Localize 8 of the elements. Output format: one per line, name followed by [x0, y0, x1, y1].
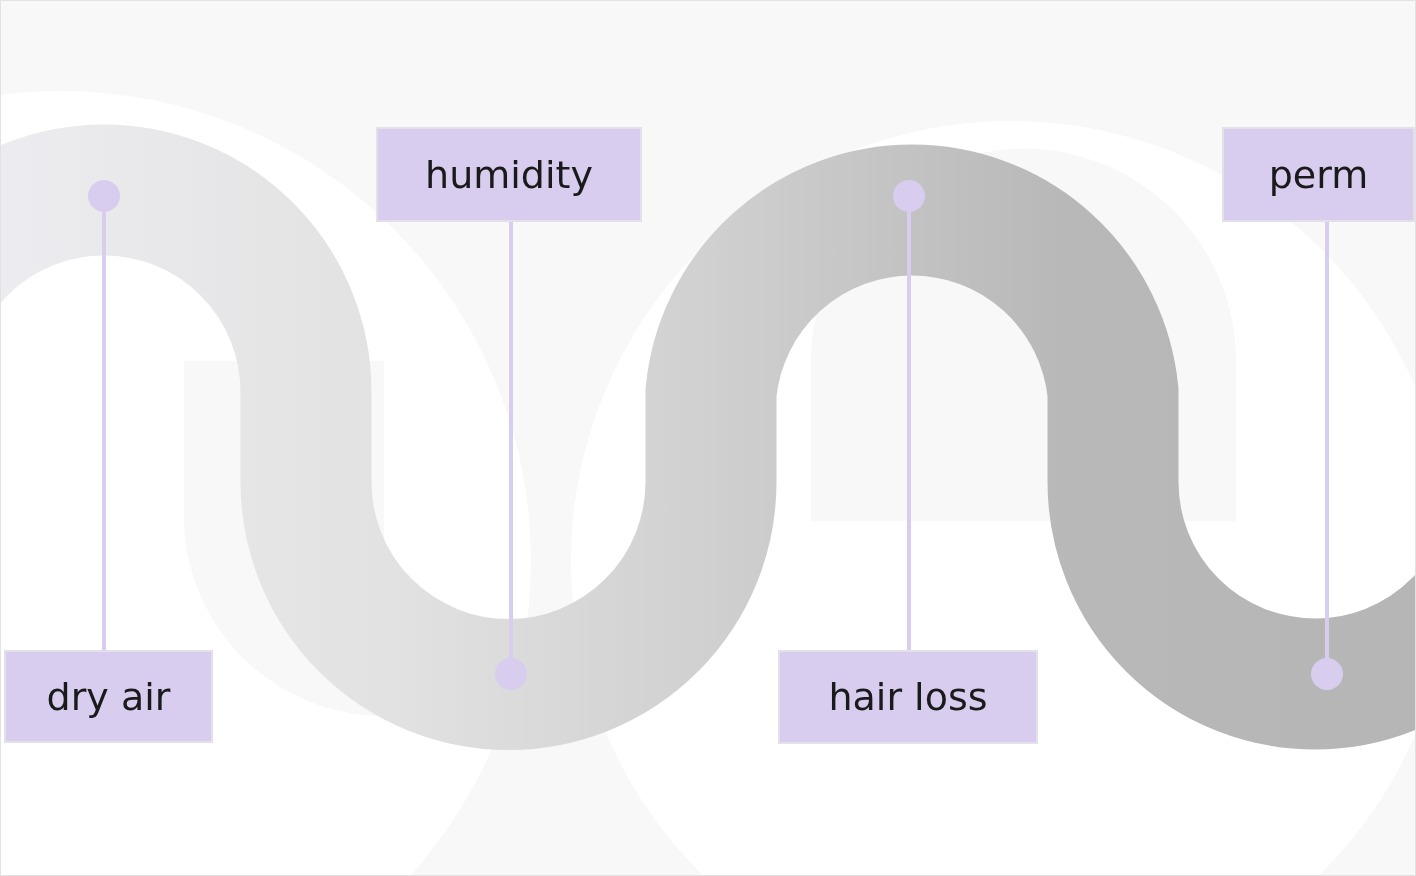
label-tag: perm [1222, 127, 1415, 222]
leader-line [102, 212, 106, 650]
label-tag: hair loss [778, 650, 1038, 744]
leader-line [509, 222, 513, 658]
leader-line [907, 212, 911, 650]
label-tag: dry air [4, 650, 213, 743]
leader-line [1325, 222, 1329, 658]
label-tag: humidity [376, 127, 642, 222]
